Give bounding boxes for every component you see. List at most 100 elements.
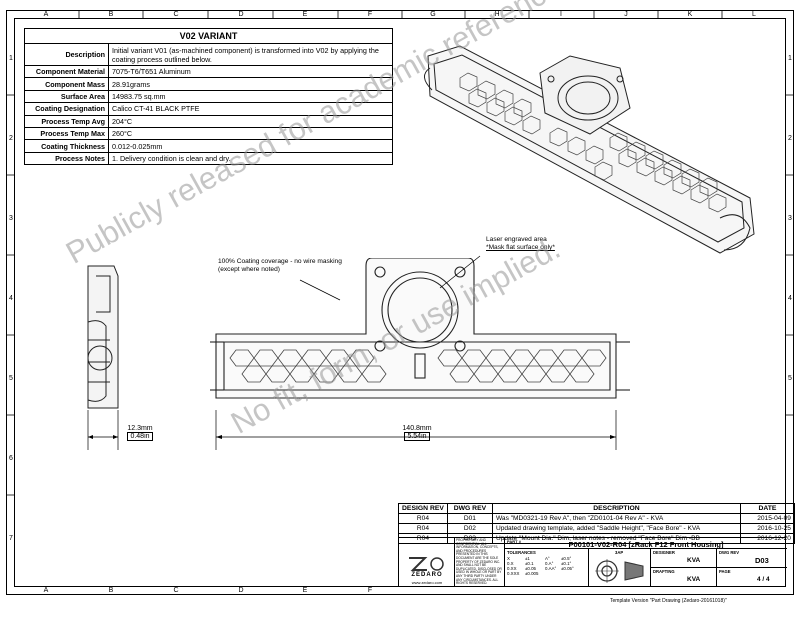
zone-label: A: [43, 587, 49, 594]
zone-label: B: [108, 11, 114, 18]
zone-label: C: [173, 11, 179, 18]
tol-cell: ±0.5°: [561, 556, 572, 561]
part-label: PART #: [507, 539, 521, 544]
third-angle-label: 3AP: [615, 550, 624, 555]
length-in: 5.54in: [404, 432, 430, 441]
zone-labels-top: A B C D E F G H I J K L: [0, 11, 800, 19]
rev-cell: R04: [398, 513, 448, 524]
rev-header: DESIGN REV: [398, 503, 448, 514]
tol-cell: 0.AA°: [545, 566, 557, 571]
height-in: 0.48in: [127, 432, 153, 441]
coverage-note-sub: (except where noted): [218, 266, 280, 273]
coverage-note-title: 100% Coating coverage - no wire masking: [218, 258, 342, 265]
revision-table: DESIGN REV DWG REV DESCRIPTION DATE R04 …: [398, 503, 795, 544]
front-hex-pattern: [229, 349, 607, 383]
page-divider: [717, 567, 787, 568]
zone-label: C: [173, 587, 179, 594]
zone-label: E: [302, 587, 308, 594]
zone-label: 3: [9, 215, 13, 222]
zone-label: H: [494, 11, 500, 18]
rev-header: DWG REV: [446, 503, 493, 514]
zone-labels-right: 1 2 3 4 5: [786, 0, 794, 618]
revision-page-cell: DWG REV D03 PAGE 4 / 4: [717, 549, 787, 586]
dwg-rev-label: DWG REV: [719, 550, 740, 555]
tol-cell: 0.XXX: [507, 571, 520, 576]
zone-label: 1: [788, 55, 792, 62]
rev-cell: Updated drawing template, added "Saddle …: [491, 523, 741, 534]
rev-cell: Was "MD0321-19 Rev A", then "ZD0101-04 R…: [491, 513, 741, 524]
zone-label: 2: [9, 135, 13, 142]
revision-row: R04 D03 Update "Mount Dia." Dim, laser n…: [398, 533, 795, 544]
zone-label: L: [752, 11, 756, 18]
rev-cell: D01: [446, 513, 493, 524]
part-number-cell: PART # P00101-V02-R04 [zRack F12 Front H…: [505, 538, 787, 549]
zone-labels-bottom: A B C D E F: [0, 587, 800, 595]
third-angle-projection-icon: [595, 559, 644, 583]
rev-cell: 2015-04-09: [739, 513, 795, 524]
tol-cell: ±0.05: [525, 566, 536, 571]
drafting-divider: [651, 567, 717, 568]
zone-label: E: [302, 11, 308, 18]
revision-row: R04 D02 Updated drawing template, added …: [398, 523, 795, 534]
company-logo-cell: ZEDARO www.zedaro.com: [399, 538, 455, 586]
tol-cell: ±1: [525, 556, 530, 561]
rev-cell: 2016-10-25: [739, 523, 795, 534]
drafting-label: DRAFTING: [653, 569, 675, 574]
outer-border: [6, 10, 794, 595]
zone-label: F: [367, 587, 373, 594]
isometric-view: [424, 45, 755, 254]
rev-cell: 2016-12-20: [739, 533, 795, 544]
zone-label: D: [238, 587, 244, 594]
designer-cell: DESIGNER KVA DRAFTING KVA: [651, 549, 717, 586]
rev-header: DATE: [739, 503, 795, 514]
zedaro-logo-icon: [409, 557, 444, 571]
zone-label: D: [238, 11, 244, 18]
title-block: ZEDARO www.zedaro.com PROPRIETARY AND CO…: [398, 537, 787, 587]
revision-row: R04 D01 Was "MD0321-19 Rev A", then "ZD0…: [398, 513, 795, 524]
laser-note-sub: *Mask flat surface only*: [486, 244, 555, 251]
zone-label: 6: [9, 455, 13, 462]
tol-cell: A°: [545, 556, 550, 561]
zone-label: 4: [9, 295, 13, 302]
variant-key: Process Temp Max: [24, 126, 109, 141]
laser-note: Laser engraved area *Mask flat surface o…: [486, 236, 555, 252]
variant-value: 0.012-0.025mm: [108, 139, 393, 153]
page-label: PAGE: [719, 569, 731, 574]
zone-label: 2: [788, 135, 792, 142]
iso-hex-pattern: [459, 72, 727, 213]
zone-label: J: [624, 11, 628, 18]
designer-label: DESIGNER: [653, 550, 675, 555]
zone-label: 5: [9, 375, 13, 382]
laser-note-title: Laser engraved area: [486, 236, 547, 243]
variant-value: 1. Delivery condition is clean and dry.: [108, 151, 393, 166]
front-view: [210, 258, 630, 399]
zone-label: 1: [9, 55, 13, 62]
dwg-rev-value: D03: [755, 556, 769, 565]
tol-cell: 0.X: [507, 561, 514, 566]
proprietary-notice: PROPRIETARY AND CONFIDENTIAL. ALL INFORM…: [455, 538, 505, 586]
coverage-note: 100% Coating coverage - no wire masking …: [218, 258, 342, 274]
rev-cell: R04: [398, 523, 448, 534]
page-value: 4 / 4: [757, 576, 770, 583]
side-view: [87, 265, 119, 409]
height-mm: 12.3mm: [127, 425, 153, 432]
variant-key: Coating Thickness: [24, 139, 109, 153]
projection-cell: 3AP: [589, 549, 651, 586]
template-version: Template Version "Part Drawing (Zedaro-2…: [610, 598, 727, 604]
rev-cell: D02: [446, 523, 493, 534]
length-dimension: 140.8mm 5.54in: [392, 425, 442, 441]
zone-label: 7: [9, 535, 13, 542]
tol-cell: ±0.05°: [561, 566, 574, 571]
tol-cell: X: [507, 556, 510, 561]
zone-label: F: [367, 11, 373, 18]
height-dimension: 12.3mm 0.48in: [120, 425, 160, 441]
company-website: www.zedaro.com: [411, 580, 443, 585]
tol-cell: ±0.1: [525, 561, 534, 566]
length-mm: 140.8mm: [402, 425, 432, 432]
zone-label: B: [108, 587, 114, 594]
